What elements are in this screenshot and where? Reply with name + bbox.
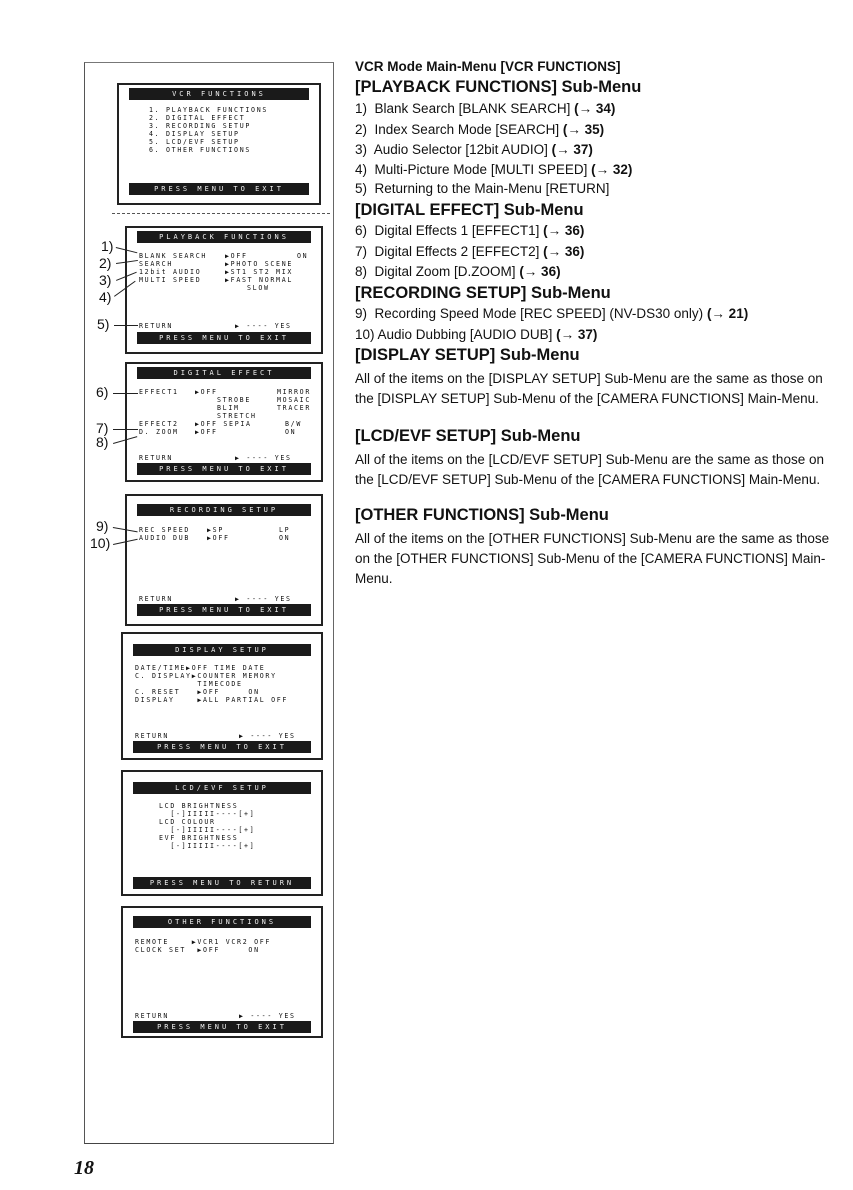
lcd-paragraph: All of the items on the [LCD/EVF SETUP] … xyxy=(355,452,824,487)
list-item: 4) Multi-Picture Mode [MULTI SPEED] (→ 3… xyxy=(355,162,633,177)
menu-item: 3. RECORDING SETUP xyxy=(149,122,252,130)
list-item: 5) Returning to the Main-Menu [RETURN] xyxy=(355,181,610,196)
screen-lcd-evf-setup: LCD/EVF SETUP LCD BRIGHTNESS [-]IIIII---… xyxy=(121,770,323,896)
callout-2: 2) xyxy=(99,255,112,271)
screen-footer: PRESS MENU TO EXIT xyxy=(133,741,311,753)
recording-heading: [RECORDING SETUP] Sub-Menu xyxy=(355,284,611,302)
return-row: RETURN▶ ---- YES xyxy=(139,322,292,330)
menu-row: 12bit AUDIO▶ST1 ST2 MIX xyxy=(139,268,294,276)
callout-5: 5) xyxy=(97,316,110,332)
menu-item: 1. PLAYBACK FUNCTIONS xyxy=(149,106,269,114)
screen-title: LCD/EVF SETUP xyxy=(133,782,311,794)
return-row: RETURN▶ ---- YES xyxy=(135,1012,296,1020)
playback-heading: [PLAYBACK FUNCTIONS] Sub-Menu xyxy=(355,78,642,96)
leader-line xyxy=(114,325,138,326)
screen-title: DISPLAY SETUP xyxy=(133,644,311,656)
callout-3: 3) xyxy=(99,272,112,288)
screen-vcr-functions: VCR FUNCTIONS 1. PLAYBACK FUNCTIONS 2. D… xyxy=(117,83,321,205)
menu-row: LCD COLOUR xyxy=(159,818,216,826)
digital-heading: [DIGITAL EFFECT] Sub-Menu xyxy=(355,201,584,219)
menu-row: CLOCK SET ▶OFF ON xyxy=(135,946,260,954)
screen-footer: PRESS MENU TO EXIT xyxy=(137,463,311,475)
display-heading: [DISPLAY SETUP] Sub-Menu xyxy=(355,346,580,364)
menu-item: 5. LCD/EVF SETUP xyxy=(149,138,240,146)
leader-line xyxy=(113,393,138,394)
divider xyxy=(112,213,330,214)
menu-row: SEARCH▶PHOTO SCENE xyxy=(139,260,294,268)
brightness-bar: [-]IIIII----[+] xyxy=(159,842,256,850)
menu-row: MULTI SPEED▶FAST NORMAL xyxy=(139,276,294,284)
screen-other-functions: OTHER FUNCTIONS REMOTE ▶VCR1 VCR2 OFF CL… xyxy=(121,906,323,1038)
screen-title: OTHER FUNCTIONS xyxy=(133,916,311,928)
screen-title: VCR FUNCTIONS xyxy=(129,88,309,100)
page-number: 18 xyxy=(74,1157,94,1179)
callout-8: 8) xyxy=(96,434,109,450)
menu-row: DISPLAY ▶ALL PARTIAL OFF xyxy=(135,696,289,704)
list-item: 7) Digital Effects 2 [EFFECT2] (→ 36) xyxy=(355,244,585,259)
callout-1: 1) xyxy=(101,238,114,254)
list-item: 3) Audio Selector [12bit AUDIO] (→ 37) xyxy=(355,142,593,157)
menu-item: 2. DIGITAL EFFECT xyxy=(149,114,246,122)
screen-footer: PRESS MENU TO EXIT xyxy=(137,604,311,616)
menu-row: REMOTE ▶VCR1 VCR2 OFF xyxy=(135,938,272,946)
callout-10: 10) xyxy=(90,535,111,551)
menu-row: C. RESET ▶OFF ON xyxy=(135,688,260,696)
list-item: 1) Blank Search [BLANK SEARCH] (→ 34) xyxy=(355,101,616,116)
menu-row: TIMECODE xyxy=(135,680,243,688)
list-item: 10) Audio Dubbing [AUDIO DUB] (→ 37) xyxy=(355,327,598,342)
menu-row: EVF BRIGHTNESS xyxy=(159,834,239,842)
menu-item: 4. DISPLAY SETUP xyxy=(149,130,240,138)
illustration-column xyxy=(84,62,334,1144)
return-row: RETURN▶ ---- YES xyxy=(135,732,296,740)
other-heading: [OTHER FUNCTIONS] Sub-Menu xyxy=(355,506,609,524)
other-paragraph: All of the items on the [OTHER FUNCTIONS… xyxy=(355,531,830,586)
callout-6: 6) xyxy=(96,384,109,400)
list-item: 9) Recording Speed Mode [REC SPEED] (NV-… xyxy=(355,306,749,321)
lcd-heading: [LCD/EVF SETUP] Sub-Menu xyxy=(355,427,581,445)
menu-row: SLOW xyxy=(247,284,270,292)
screen-footer: PRESS MENU TO EXIT xyxy=(137,332,311,344)
screen-title: DIGITAL EFFECT xyxy=(137,367,311,379)
main-heading: VCR Mode Main-Menu [VCR FUNCTIONS] xyxy=(355,59,621,74)
colour-bar: [-]IIIII----[+] xyxy=(159,826,256,834)
display-paragraph: All of the items on the [DISPLAY SETUP] … xyxy=(355,371,823,406)
menu-row: LCD BRIGHTNESS xyxy=(159,802,239,810)
menu-row: STRETCH xyxy=(217,412,257,420)
screen-footer: PRESS MENU TO EXIT xyxy=(133,1021,311,1033)
brightness-bar: [-]IIIII----[+] xyxy=(159,810,256,818)
menu-item: 6. OTHER FUNCTIONS xyxy=(149,146,252,154)
list-item: 6) Digital Effects 1 [EFFECT1] (→ 36) xyxy=(355,223,585,238)
callout-4: 4) xyxy=(99,289,112,305)
return-row: RETURN▶ ---- YES xyxy=(139,595,292,603)
screen-display-setup: DISPLAY SETUP DATE/TIME▶OFF TIME DATE C.… xyxy=(121,632,323,760)
callout-9: 9) xyxy=(96,518,109,534)
screen-footer: PRESS MENU TO EXIT xyxy=(129,183,309,195)
menu-row: C. DISPLAY▶COUNTER MEMORY xyxy=(135,672,277,680)
list-item: 8) Digital Zoom [D.ZOOM] (→ 36) xyxy=(355,264,561,279)
leader-line xyxy=(113,429,138,430)
return-row: RETURN▶ ---- YES xyxy=(139,454,292,462)
screen-title: PLAYBACK FUNCTIONS xyxy=(137,231,311,243)
screen-title: RECORDING SETUP xyxy=(137,504,311,516)
callout-7: 7) xyxy=(96,420,109,436)
menu-row: DATE/TIME▶OFF TIME DATE xyxy=(135,664,266,672)
screen-footer: PRESS MENU TO RETURN xyxy=(133,877,311,889)
list-item: 2) Index Search Mode [SEARCH] (→ 35) xyxy=(355,122,605,137)
